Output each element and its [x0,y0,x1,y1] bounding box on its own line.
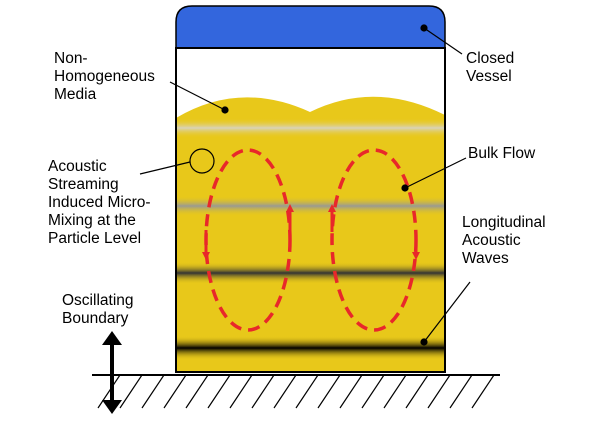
label-oscillating-boundary: Oscillating Boundary [62,292,134,327]
hatch-mark [471,374,495,409]
leader-vessel [423,27,463,55]
hatch-mark [141,374,165,409]
micro-mixing-circle [189,148,215,174]
hatch-mark [383,374,407,409]
hatch-mark [427,374,451,409]
media-body [176,96,445,372]
vessel-lid [175,5,446,49]
leader-lines [139,24,471,346]
leader-streaming [139,161,191,175]
density-band-4 [176,336,445,360]
hatch-mark [251,374,275,409]
hatch-mark [317,374,341,409]
leader-dot-media [221,106,229,114]
ground [92,374,500,409]
leader-dot-waves [420,338,428,346]
leader-dot-bulk-flow [401,184,409,192]
label-acoustic-streaming: Acoustic Streaming Induced Micro- Mixing… [48,158,151,247]
label-bulk-flow: Bulk Flow [468,145,536,162]
hatch-mark [449,374,473,409]
hatch-mark [405,374,429,409]
bulk-flow-loops [202,148,420,332]
ground-hatching [97,374,495,409]
leader-waves [423,281,471,343]
vessel-walls [175,47,446,373]
oscillation-arrow-icon [102,331,122,414]
hatch-mark [273,374,297,409]
hatch-mark [185,374,209,409]
label-longitudinal-acoustic-waves: Longitudinal Acoustic Waves [462,214,546,267]
hatch-mark [97,374,121,409]
hatch-mark [339,374,363,409]
leader-bulk-flow [404,157,467,189]
media-region [176,96,445,372]
density-band-2 [176,196,445,216]
leader-media [169,81,226,111]
hatch-mark [207,374,231,409]
hatch-mark [361,374,385,409]
leader-dot-vessel [420,24,428,32]
hatch-mark [295,374,319,409]
hatch-mark [229,374,253,409]
label-non-homogeneous-media: Non- Homogeneous Media [54,50,155,103]
density-band-1 [176,118,445,138]
label-closed-vessel: Closed Vessel [466,50,515,85]
hatch-mark [163,374,187,409]
hatch-mark [119,374,143,409]
density-band-3 [176,262,445,284]
